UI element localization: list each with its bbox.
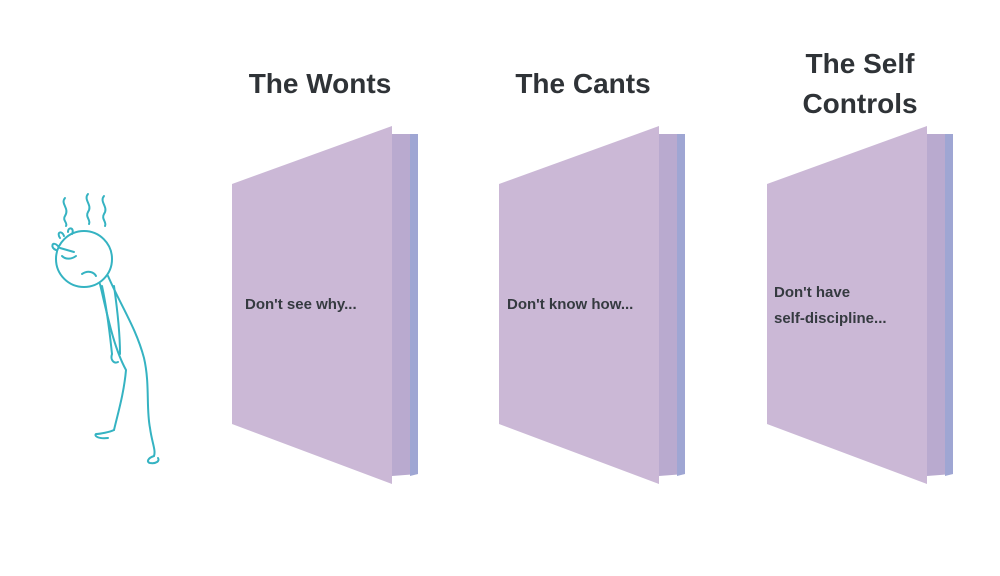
door-title-line: The Self — [805, 48, 915, 79]
door-text-wonts: Don't see why... — [245, 296, 357, 313]
door-text-line: Don't have — [774, 284, 851, 301]
door-title-cants: The Cants — [515, 68, 651, 99]
door-wonts — [232, 126, 418, 484]
door-text-line: self-discipline... — [774, 310, 887, 327]
sad-stick-figure-icon — [51, 193, 160, 465]
door-text-cants: Don't know how... — [507, 296, 634, 313]
door-self-controls — [767, 126, 953, 484]
door-title-line: Controls — [802, 88, 918, 119]
door-title-wonts: The Wonts — [248, 68, 392, 99]
door-cants — [499, 126, 685, 484]
door-title-self-controls: The Self Controls — [760, 44, 960, 124]
frustration-wavy-lines-icon — [62, 197, 68, 227]
door-text-self-controls: Don't have self-discipline... — [774, 280, 934, 332]
